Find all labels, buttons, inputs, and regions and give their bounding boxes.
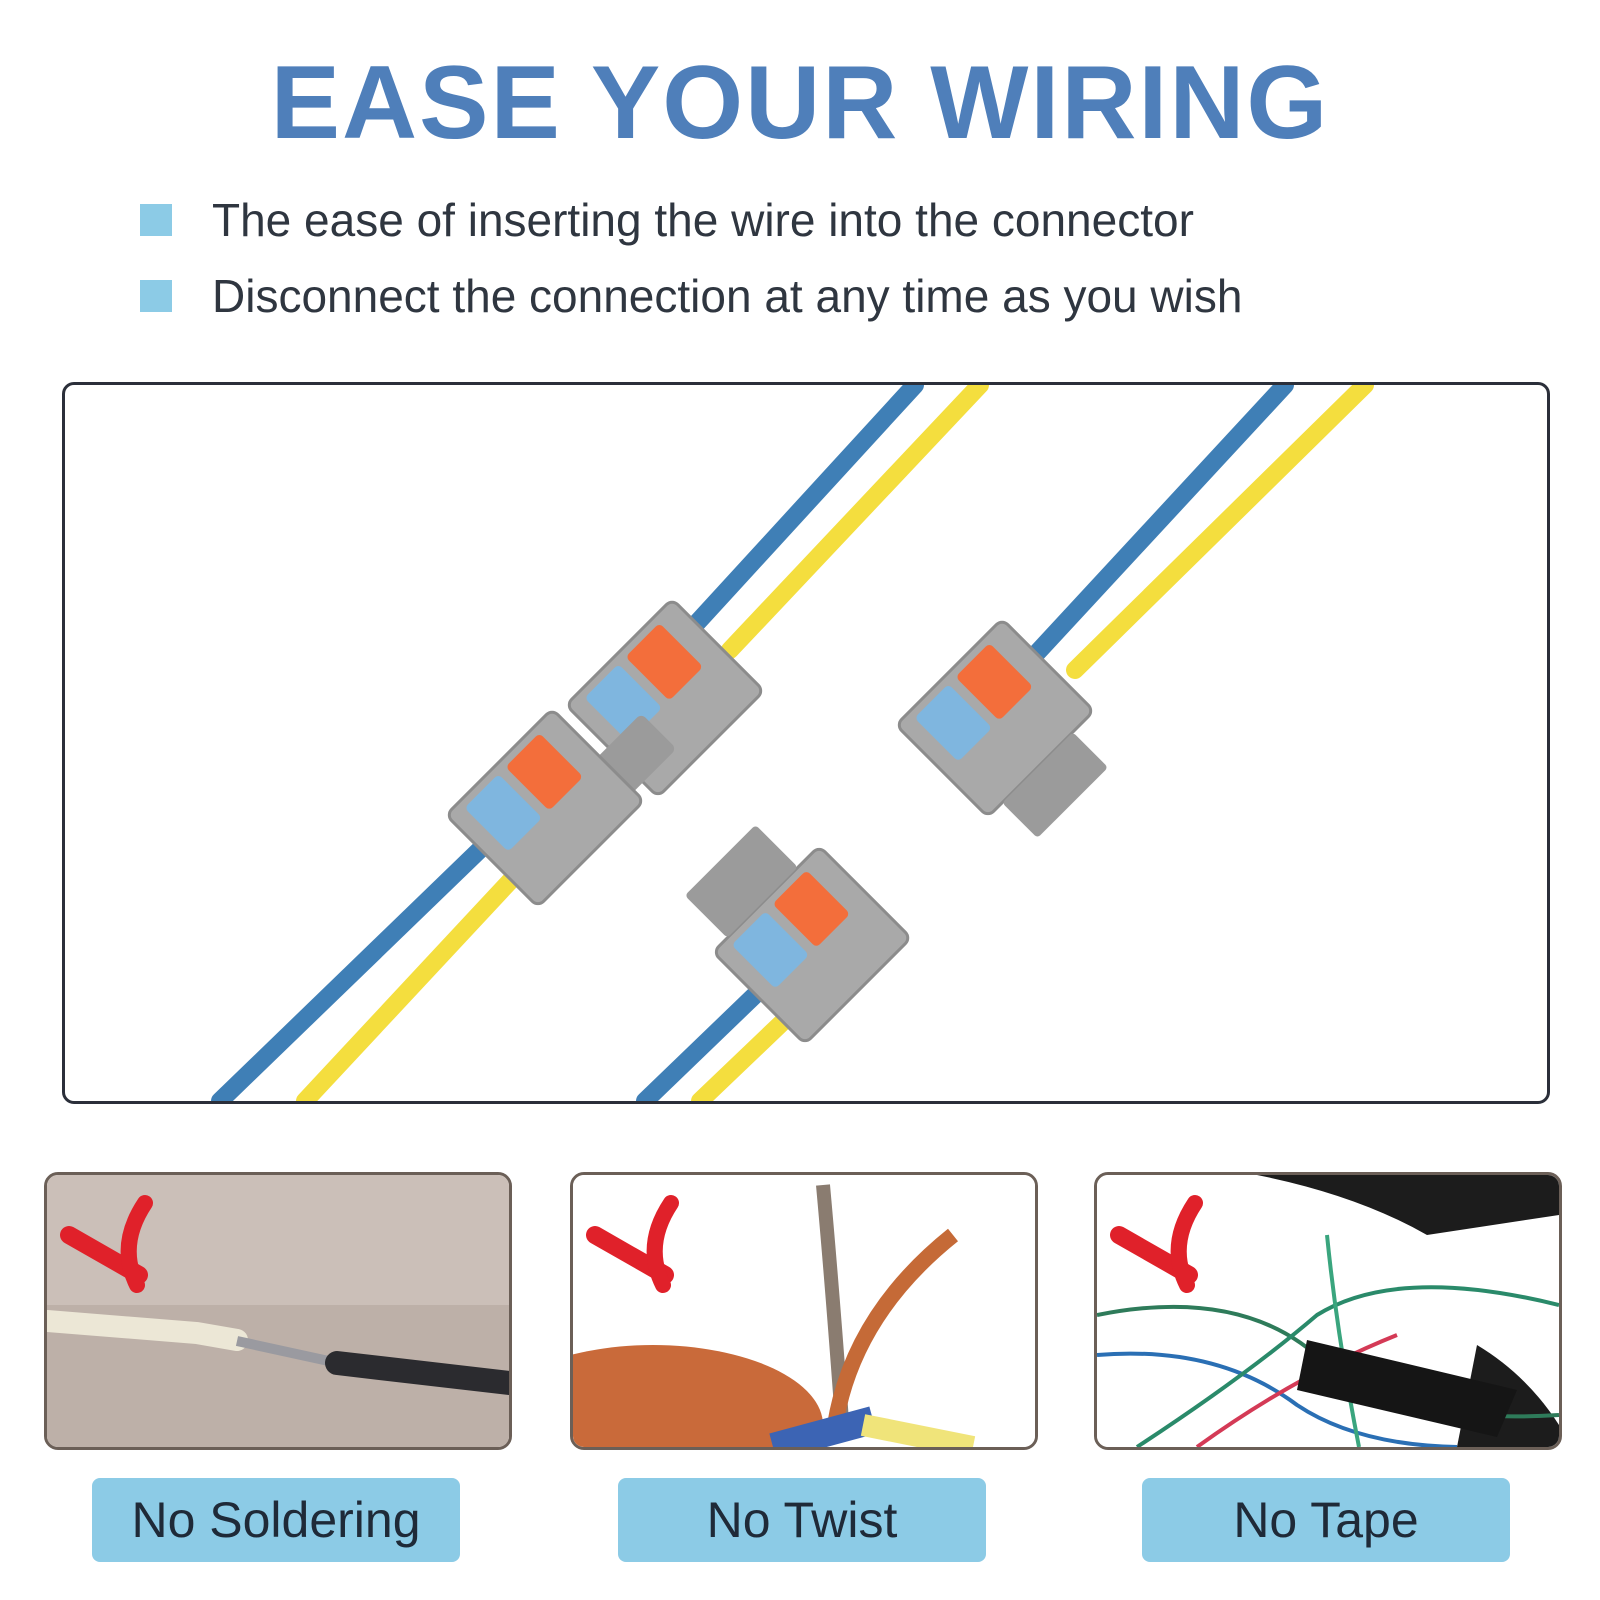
label-no-twist: No Twist — [618, 1478, 986, 1562]
label-no-tape: No Tape — [1142, 1478, 1510, 1562]
red-cross-icon — [586, 1195, 679, 1293]
connector-male — [897, 620, 1107, 837]
red-cross-icon — [60, 1195, 153, 1293]
comparison-card-no-twist — [570, 1172, 1038, 1450]
bullet-text: The ease of inserting the wire into the … — [212, 194, 1194, 246]
red-cross-icon — [1110, 1195, 1203, 1293]
connector-illustration — [211, 385, 1374, 1101]
soldered-wire-photo — [47, 1175, 509, 1447]
bullet-item: Disconnect the connection at any time as… — [140, 266, 1242, 326]
bullet-text: Disconnect the connection at any time as… — [212, 270, 1243, 322]
taped-wire-photo — [1097, 1175, 1559, 1447]
comparison-card-no-tape — [1094, 1172, 1562, 1450]
label-no-soldering: No Soldering — [92, 1478, 460, 1562]
connector-female — [686, 826, 910, 1043]
square-bullet-icon — [140, 280, 172, 312]
twisted-wire-photo — [573, 1175, 1035, 1447]
headline: EASE YOUR WIRING — [270, 45, 1330, 161]
square-bullet-icon — [140, 204, 172, 236]
bullet-item: The ease of inserting the wire into the … — [140, 190, 1194, 250]
hero-product-image — [62, 382, 1550, 1104]
comparison-card-no-soldering — [44, 1172, 512, 1450]
connector-joined — [447, 600, 763, 906]
